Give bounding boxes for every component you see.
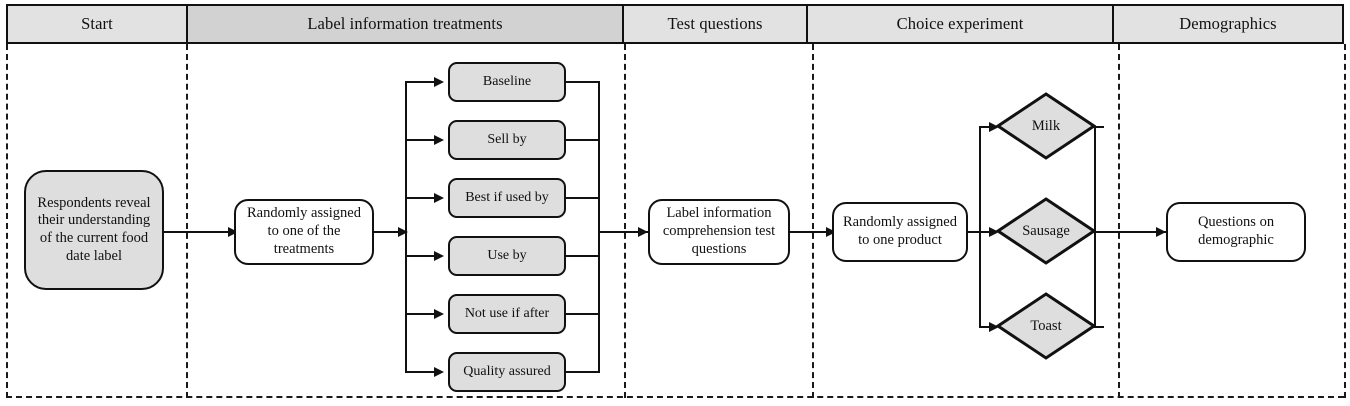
stage-header-demographics: Demographics (1114, 6, 1342, 42)
arrowhead-to-toast (989, 321, 999, 332)
connector-test-to-randomize-product (790, 231, 834, 233)
diamond-shape-milk (996, 92, 1096, 160)
connector-trunk-to-toast (979, 326, 997, 328)
arrowhead-to-demographics (1156, 226, 1166, 237)
node-treatment-not-use-if-after[interactable]: Not use if after (448, 294, 566, 334)
arrowhead-to-best-if-used-by (434, 192, 444, 203)
connector-best-if-used-by-to-merge (566, 197, 600, 199)
column-divider-4 (1118, 44, 1120, 398)
node-product-toast-label: Toast (1030, 317, 1062, 334)
arrowhead-to-test-questions (638, 226, 648, 237)
column-divider-1 (186, 44, 188, 398)
node-randomly-assigned-treatment[interactable]: Randomly assigned to one of the treatmen… (234, 199, 374, 265)
connector-toast-to-merge (1092, 326, 1104, 328)
connector-trunk-to-quality-assured (405, 371, 441, 373)
stage-header-row: Start Label information treatments Test … (6, 4, 1344, 44)
connector-baseline-to-merge (566, 81, 600, 83)
node-start-respondents[interactable]: Respondents reveal their understanding o… (24, 170, 164, 290)
node-product-toast[interactable]: Toast (996, 292, 1096, 360)
stage-header-start: Start (8, 6, 188, 42)
node-treatment-use-by[interactable]: Use by (448, 236, 566, 276)
column-divider-2 (624, 44, 626, 398)
connector-start-to-randomize (164, 231, 230, 233)
diamond-shape-toast (996, 292, 1096, 360)
node-demographics-questions[interactable]: Questions on demographic (1166, 202, 1306, 262)
node-treatment-quality-assured[interactable]: Quality assured (448, 352, 566, 392)
node-treatment-best-if-used-by[interactable]: Best if used by (448, 178, 566, 218)
node-product-milk[interactable]: Milk (996, 92, 1096, 160)
frame-right-edge (1344, 44, 1346, 398)
connector-use-by-to-merge (566, 255, 600, 257)
stage-header-choice-experiment: Choice experiment (808, 6, 1114, 42)
connector-trunk-to-best-if-used-by (405, 197, 441, 199)
connector-trunk-to-not-use-if-after (405, 313, 441, 315)
node-product-sausage-label: Sausage (1022, 222, 1070, 239)
connector-trunk-to-baseline (405, 81, 441, 83)
arrowhead-to-sell-by (434, 134, 444, 145)
arrowhead-to-not-use-if-after (434, 308, 444, 319)
merge-trunk-vertical (598, 81, 600, 373)
arrowhead-to-milk (989, 121, 999, 132)
connector-merge-to-demographics (1094, 231, 1166, 233)
arrowhead-fanout-trunk (398, 226, 408, 237)
product-fanout-trunk-vertical (979, 127, 981, 327)
connector-trunk-to-sell-by (405, 139, 441, 141)
connector-milk-to-merge (1092, 126, 1104, 128)
connector-trunk-to-use-by (405, 255, 441, 257)
connector-product-to-trunk (968, 231, 988, 233)
arrowhead-to-randomize-treatment (228, 226, 238, 237)
column-divider-3 (812, 44, 814, 398)
arrowhead-to-use-by (434, 250, 444, 261)
node-product-sausage[interactable]: Sausage (996, 197, 1096, 265)
connector-randomize-to-trunk (374, 231, 406, 233)
node-randomly-assigned-product[interactable]: Randomly assigned to one product (832, 202, 968, 262)
connector-merge-to-test-questions (598, 231, 648, 233)
connector-trunk-to-milk (979, 126, 997, 128)
frame-bottom-edge (6, 396, 1344, 398)
connector-trunk-to-sausage (979, 231, 997, 233)
product-merge-trunk-vertical (1094, 126, 1096, 328)
diamond-shape-sausage (996, 197, 1096, 265)
connector-quality-assured-to-merge (566, 371, 600, 373)
arrowhead-to-randomize-product (826, 226, 836, 237)
node-test-questions[interactable]: Label information comprehension test que… (648, 199, 790, 265)
connector-sell-by-to-merge (566, 139, 600, 141)
stage-header-label-information-treatments: Label information treatments (188, 6, 624, 42)
arrowhead-to-sausage (989, 226, 999, 237)
node-product-milk-label: Milk (1031, 117, 1061, 134)
frame-left-edge (6, 44, 8, 398)
arrowhead-to-quality-assured (434, 366, 444, 377)
fanout-trunk-vertical (405, 82, 407, 372)
node-treatment-sell-by[interactable]: Sell by (448, 120, 566, 160)
node-treatment-baseline[interactable]: Baseline (448, 62, 566, 102)
arrowhead-to-baseline (434, 76, 444, 87)
connector-not-use-if-after-to-merge (566, 313, 600, 315)
stage-header-test-questions: Test questions (624, 6, 808, 42)
